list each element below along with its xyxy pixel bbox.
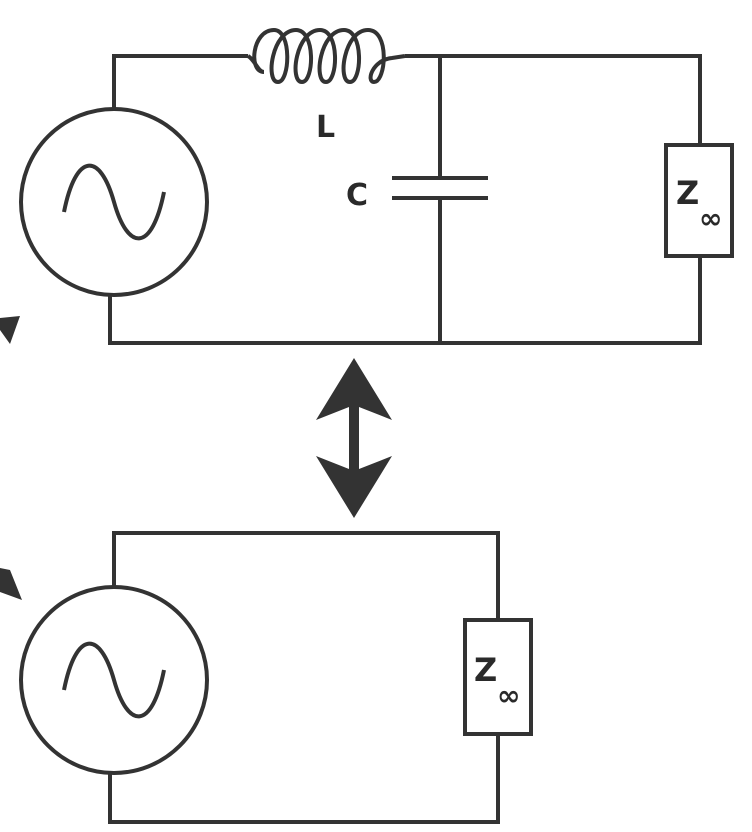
double-arrow-icon [316,358,392,518]
bottom-wire-top [112,531,500,620]
bottom-circuit: Z ∞ [19,531,533,824]
bottom-ac-source [19,585,209,775]
top-wire-source-up [112,54,248,109]
top-load-subscript: ∞ [699,202,722,235]
top-wire-top-right [405,54,702,145]
top-wire-source-down [108,256,702,345]
bottom-wire-bottom [108,734,500,824]
bottom-load-label: Z [474,651,497,689]
bottom-sine-wave-icon [62,641,166,719]
top-load-impedance: Z ∞ [664,143,734,258]
inductor-label: L [316,110,335,145]
bottom-load-impedance: Z ∞ [463,618,533,736]
top-ac-source [19,107,209,297]
capacitor-label: C [346,178,368,213]
bottom-load-subscript: ∞ [497,679,520,712]
left-edge-arrow-lower-icon [0,568,22,600]
left-edge-arrow-upper-icon [0,316,20,344]
top-sine-wave-icon [62,163,166,241]
capacitor [392,176,488,200]
top-circuit: L C Z ∞ [19,27,734,345]
top-load-label: Z [676,174,699,212]
inductor-coil [246,27,406,85]
